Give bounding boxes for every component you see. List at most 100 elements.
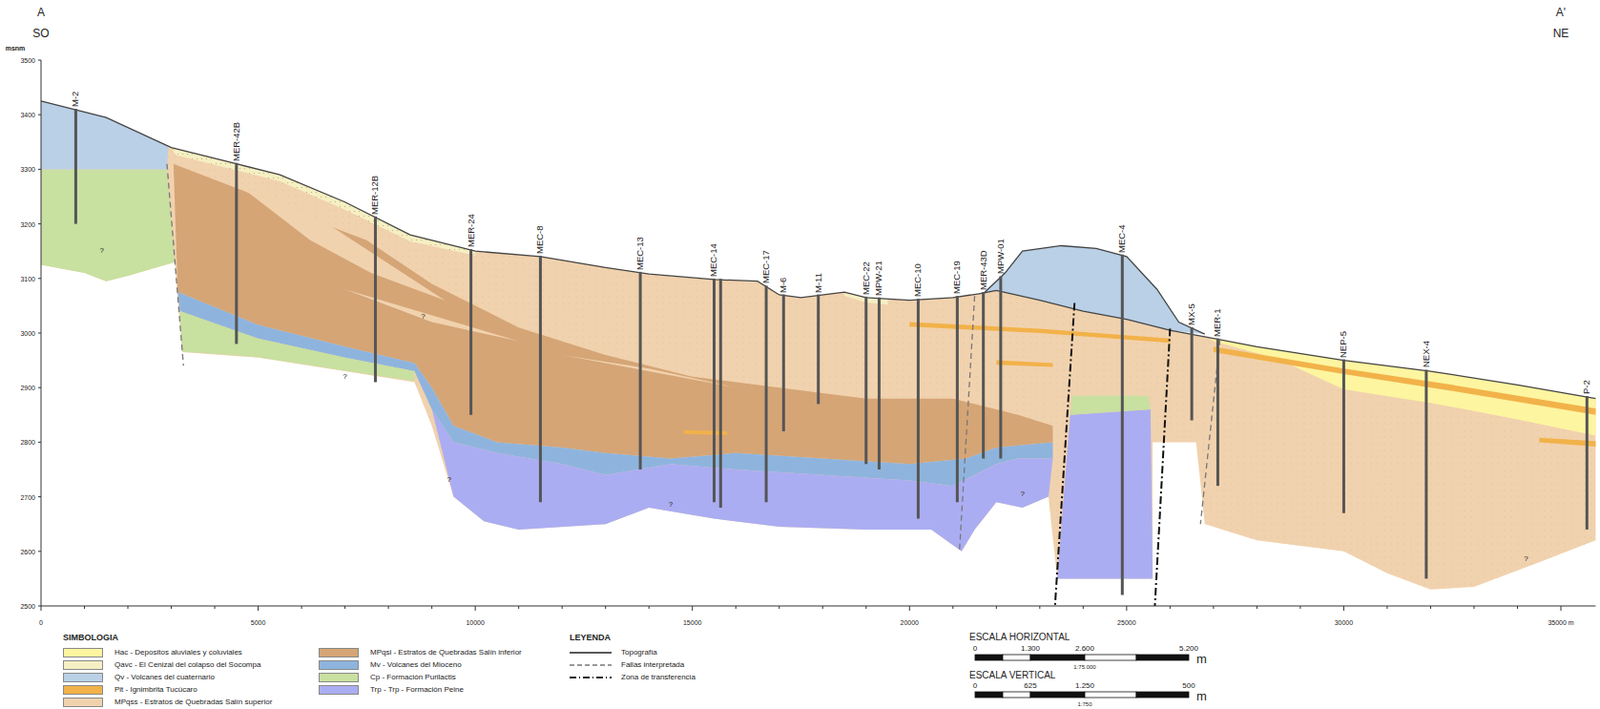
tick [38, 550, 42, 552]
well-line [1585, 395, 1589, 530]
scale-segment [1030, 654, 1085, 661]
well-line [864, 296, 868, 464]
legend-swatch [318, 647, 359, 658]
scale-segment [1030, 691, 1085, 698]
label: 30000 [1334, 619, 1353, 626]
tick [1386, 605, 1388, 609]
well-line [1424, 369, 1428, 579]
well-line [981, 291, 985, 459]
well-name: MEC-14 [709, 243, 720, 277]
x-axis [41, 605, 1596, 607]
tick [38, 496, 42, 498]
fault-line [959, 295, 976, 552]
scale-segment [1136, 654, 1189, 661]
tick [170, 605, 172, 609]
trp-unit [432, 409, 1054, 552]
well-line [1190, 327, 1194, 421]
mpqss-texture [41, 101, 1596, 590]
tick [38, 387, 42, 389]
mpqss-unit [41, 101, 1596, 590]
tick [214, 605, 216, 609]
mv-unit [177, 291, 1053, 486]
tick [1256, 605, 1258, 609]
cp-strip [180, 311, 416, 381]
well-name: MX-5 [1186, 303, 1197, 326]
tick [257, 605, 259, 611]
pit-lens [1213, 346, 1597, 416]
label: ? [420, 312, 425, 321]
label: 0 [973, 682, 977, 690]
qv-left [41, 101, 168, 169]
tick [1343, 605, 1345, 611]
pit-lens [909, 322, 1170, 344]
tick [1560, 605, 1562, 611]
tick [38, 223, 42, 225]
well-line [816, 294, 820, 405]
legend-swatch [318, 660, 359, 670]
label: 10000 [465, 619, 484, 626]
label: 20000 [900, 619, 919, 626]
scale-segment [1136, 691, 1189, 698]
pit-lens [996, 360, 1053, 368]
well-line [1121, 254, 1124, 596]
tick [1038, 605, 1040, 609]
well-name: MEC-17 [761, 250, 771, 285]
hac-unit [1208, 337, 1596, 437]
label: ? [342, 373, 347, 381]
well-name: MEC-4 [1118, 224, 1128, 253]
qv-volcano [983, 245, 1206, 334]
tick [822, 605, 824, 609]
label: 25000 [1117, 619, 1136, 626]
well-line [719, 278, 723, 508]
axes [38, 60, 1596, 611]
well-name: MEC-22 [861, 261, 872, 295]
well-line [539, 255, 542, 502]
legend-line-sample [569, 651, 612, 653]
label: 0 [39, 619, 43, 626]
transfer-zone-line [1055, 303, 1075, 606]
legend-swatch [62, 660, 104, 670]
label: 1:750 [1077, 701, 1092, 707]
label: 500 [1182, 682, 1195, 690]
legend-swatch [318, 685, 359, 695]
tick [1473, 605, 1475, 609]
label: ? [1019, 490, 1024, 499]
label: 2.600 [1075, 644, 1095, 653]
well-line [1216, 338, 1220, 487]
label: 3300 [20, 166, 36, 173]
label: 3200 [20, 220, 36, 228]
tick [691, 605, 693, 611]
tick [38, 60, 42, 62]
label: SO [32, 27, 49, 40]
label: m [1196, 689, 1207, 703]
legend-text: Cp - Formación Purilactis [370, 673, 457, 682]
tick [38, 441, 42, 443]
legend-text: Mv - Volcanes del Mioceno [370, 661, 462, 669]
legend-text: Fallas interpretada [621, 661, 685, 669]
well-name: MER-1 [1213, 308, 1224, 337]
label: LEYENDA [569, 633, 611, 643]
scale-segment [1084, 654, 1137, 661]
well-line [74, 108, 78, 225]
trp-block [1057, 409, 1153, 579]
label: A' [1556, 6, 1566, 19]
well-line [782, 294, 786, 432]
label: ESCALA VERTICAL [969, 670, 1056, 681]
well-name: MER-43D [978, 249, 989, 291]
tick [38, 168, 42, 170]
well-line [234, 163, 238, 345]
label: 3400 [20, 111, 36, 119]
well-name: P-2 [1582, 379, 1593, 395]
label: 0 [973, 644, 977, 653]
well-line [955, 295, 959, 502]
well-name: M-6 [779, 276, 790, 292]
well-line [998, 275, 1002, 458]
tick [518, 605, 520, 609]
transfer-zones [1055, 303, 1171, 606]
tick [301, 605, 303, 609]
label: 2500 [20, 602, 36, 610]
tick [475, 605, 477, 611]
tick [344, 605, 346, 609]
tick [865, 605, 867, 609]
tick [648, 605, 650, 609]
